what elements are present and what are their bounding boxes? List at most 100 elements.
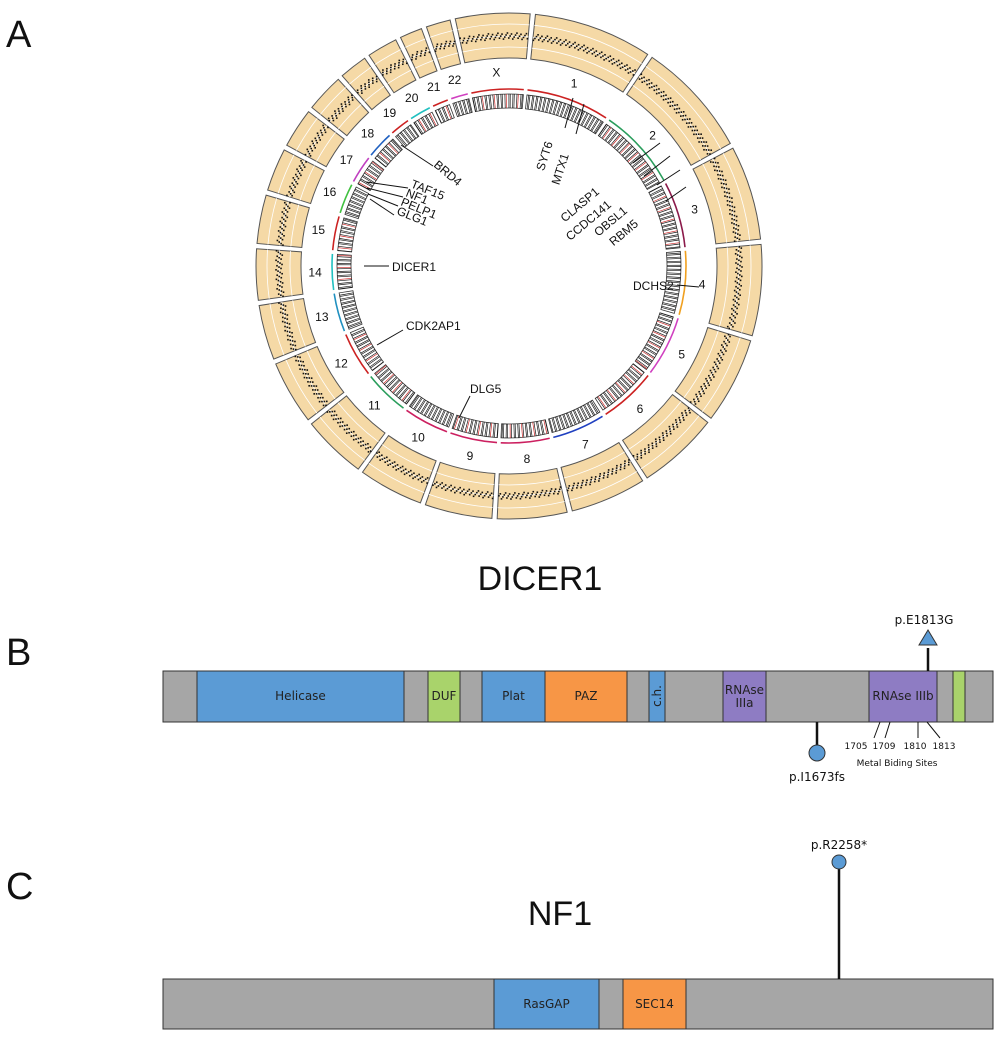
track-point xyxy=(732,325,734,328)
chromosome-ring xyxy=(527,89,607,119)
karyotype-band xyxy=(550,99,555,114)
karyotype-band xyxy=(648,185,662,193)
track-point xyxy=(636,456,639,458)
track-point xyxy=(682,111,685,113)
track-point xyxy=(426,482,428,484)
track-point xyxy=(390,64,392,66)
track-point xyxy=(444,484,447,486)
track-point xyxy=(279,285,281,287)
track-point xyxy=(402,61,404,63)
track-point xyxy=(439,483,442,486)
track-point xyxy=(733,206,736,209)
track-point xyxy=(280,307,282,310)
track-point xyxy=(726,195,729,198)
track-point xyxy=(287,338,289,341)
track-point xyxy=(510,498,512,500)
karyotype-band xyxy=(597,396,607,409)
karyotype-band xyxy=(441,107,448,121)
karyotype-band xyxy=(445,412,452,427)
nf1-mut-marker xyxy=(831,854,847,870)
karyotype-band xyxy=(663,231,678,236)
track-point xyxy=(665,98,667,101)
track-point xyxy=(611,468,614,470)
track-point xyxy=(707,382,709,384)
track-point xyxy=(444,45,446,47)
track-point xyxy=(733,289,736,292)
karyotype-band xyxy=(385,145,397,156)
karyotype-band xyxy=(409,395,419,408)
karyotype-band xyxy=(509,94,511,109)
karyotype-band xyxy=(337,263,352,264)
track-point xyxy=(446,487,449,490)
track-point xyxy=(679,419,681,421)
track-point xyxy=(385,72,388,75)
track-point xyxy=(558,488,561,491)
karyotype-band xyxy=(648,340,661,348)
track-point xyxy=(410,469,412,472)
chromosome-label: 14 xyxy=(308,266,322,280)
track-point xyxy=(724,342,727,345)
track-point xyxy=(501,33,503,35)
track-point xyxy=(740,247,743,249)
track-point xyxy=(522,36,525,39)
track-point xyxy=(737,278,740,280)
karyotype-band xyxy=(497,94,500,109)
track-point xyxy=(465,492,467,494)
track-point xyxy=(640,454,643,457)
track-point xyxy=(678,416,681,419)
track-point xyxy=(532,490,535,493)
karyotype-band xyxy=(573,109,581,123)
karyotype-band xyxy=(339,293,354,297)
metal-site-1813: 1813 xyxy=(933,742,956,752)
track-point xyxy=(739,279,742,282)
karyotype-band xyxy=(337,256,352,258)
karyotype-band xyxy=(666,264,681,266)
karyotype-band xyxy=(654,326,668,333)
track-point xyxy=(276,283,279,286)
karyotype-band xyxy=(338,243,353,246)
karyotype-band xyxy=(641,350,655,359)
karyotype-band xyxy=(641,172,654,181)
track-point xyxy=(725,337,728,339)
track-point xyxy=(731,209,734,212)
karyotype-band xyxy=(621,376,632,388)
track-point xyxy=(658,438,661,441)
track-gridline xyxy=(266,249,270,299)
gene-leader-line xyxy=(400,144,434,167)
karyotype xyxy=(374,138,403,168)
track-gridline xyxy=(289,251,293,296)
karyotype-band xyxy=(660,215,674,221)
karyotype-band xyxy=(563,104,569,118)
track-point xyxy=(323,126,325,129)
track-point xyxy=(312,142,315,145)
track-point xyxy=(641,81,644,84)
karyotype-band xyxy=(428,113,436,127)
track-point xyxy=(477,490,480,492)
chromosome-10: 10 xyxy=(361,394,455,504)
track-point xyxy=(579,47,582,50)
gene-leader-line xyxy=(656,169,681,186)
karyotype-band xyxy=(445,105,452,120)
track-point xyxy=(292,348,295,350)
karyotype-band xyxy=(456,416,462,431)
track-point xyxy=(737,298,740,300)
track-point xyxy=(364,88,367,90)
track-point xyxy=(737,272,739,275)
karyotype-band xyxy=(664,292,679,296)
karyotype-band xyxy=(654,327,668,334)
karyotype-band xyxy=(520,94,523,109)
track-gridline xyxy=(338,104,362,130)
track-point xyxy=(318,393,320,395)
karyotype-band xyxy=(473,420,478,435)
karyotype-band xyxy=(622,375,634,386)
gene-brd4: BRD4 xyxy=(400,144,465,189)
track-point xyxy=(669,105,671,107)
track-point xyxy=(278,275,281,278)
track-point xyxy=(572,43,574,45)
track-gridline xyxy=(569,471,638,501)
track-point xyxy=(571,487,574,489)
track-point xyxy=(577,43,580,46)
track-point xyxy=(459,37,461,39)
track-point xyxy=(609,55,612,57)
track-point xyxy=(714,169,716,172)
